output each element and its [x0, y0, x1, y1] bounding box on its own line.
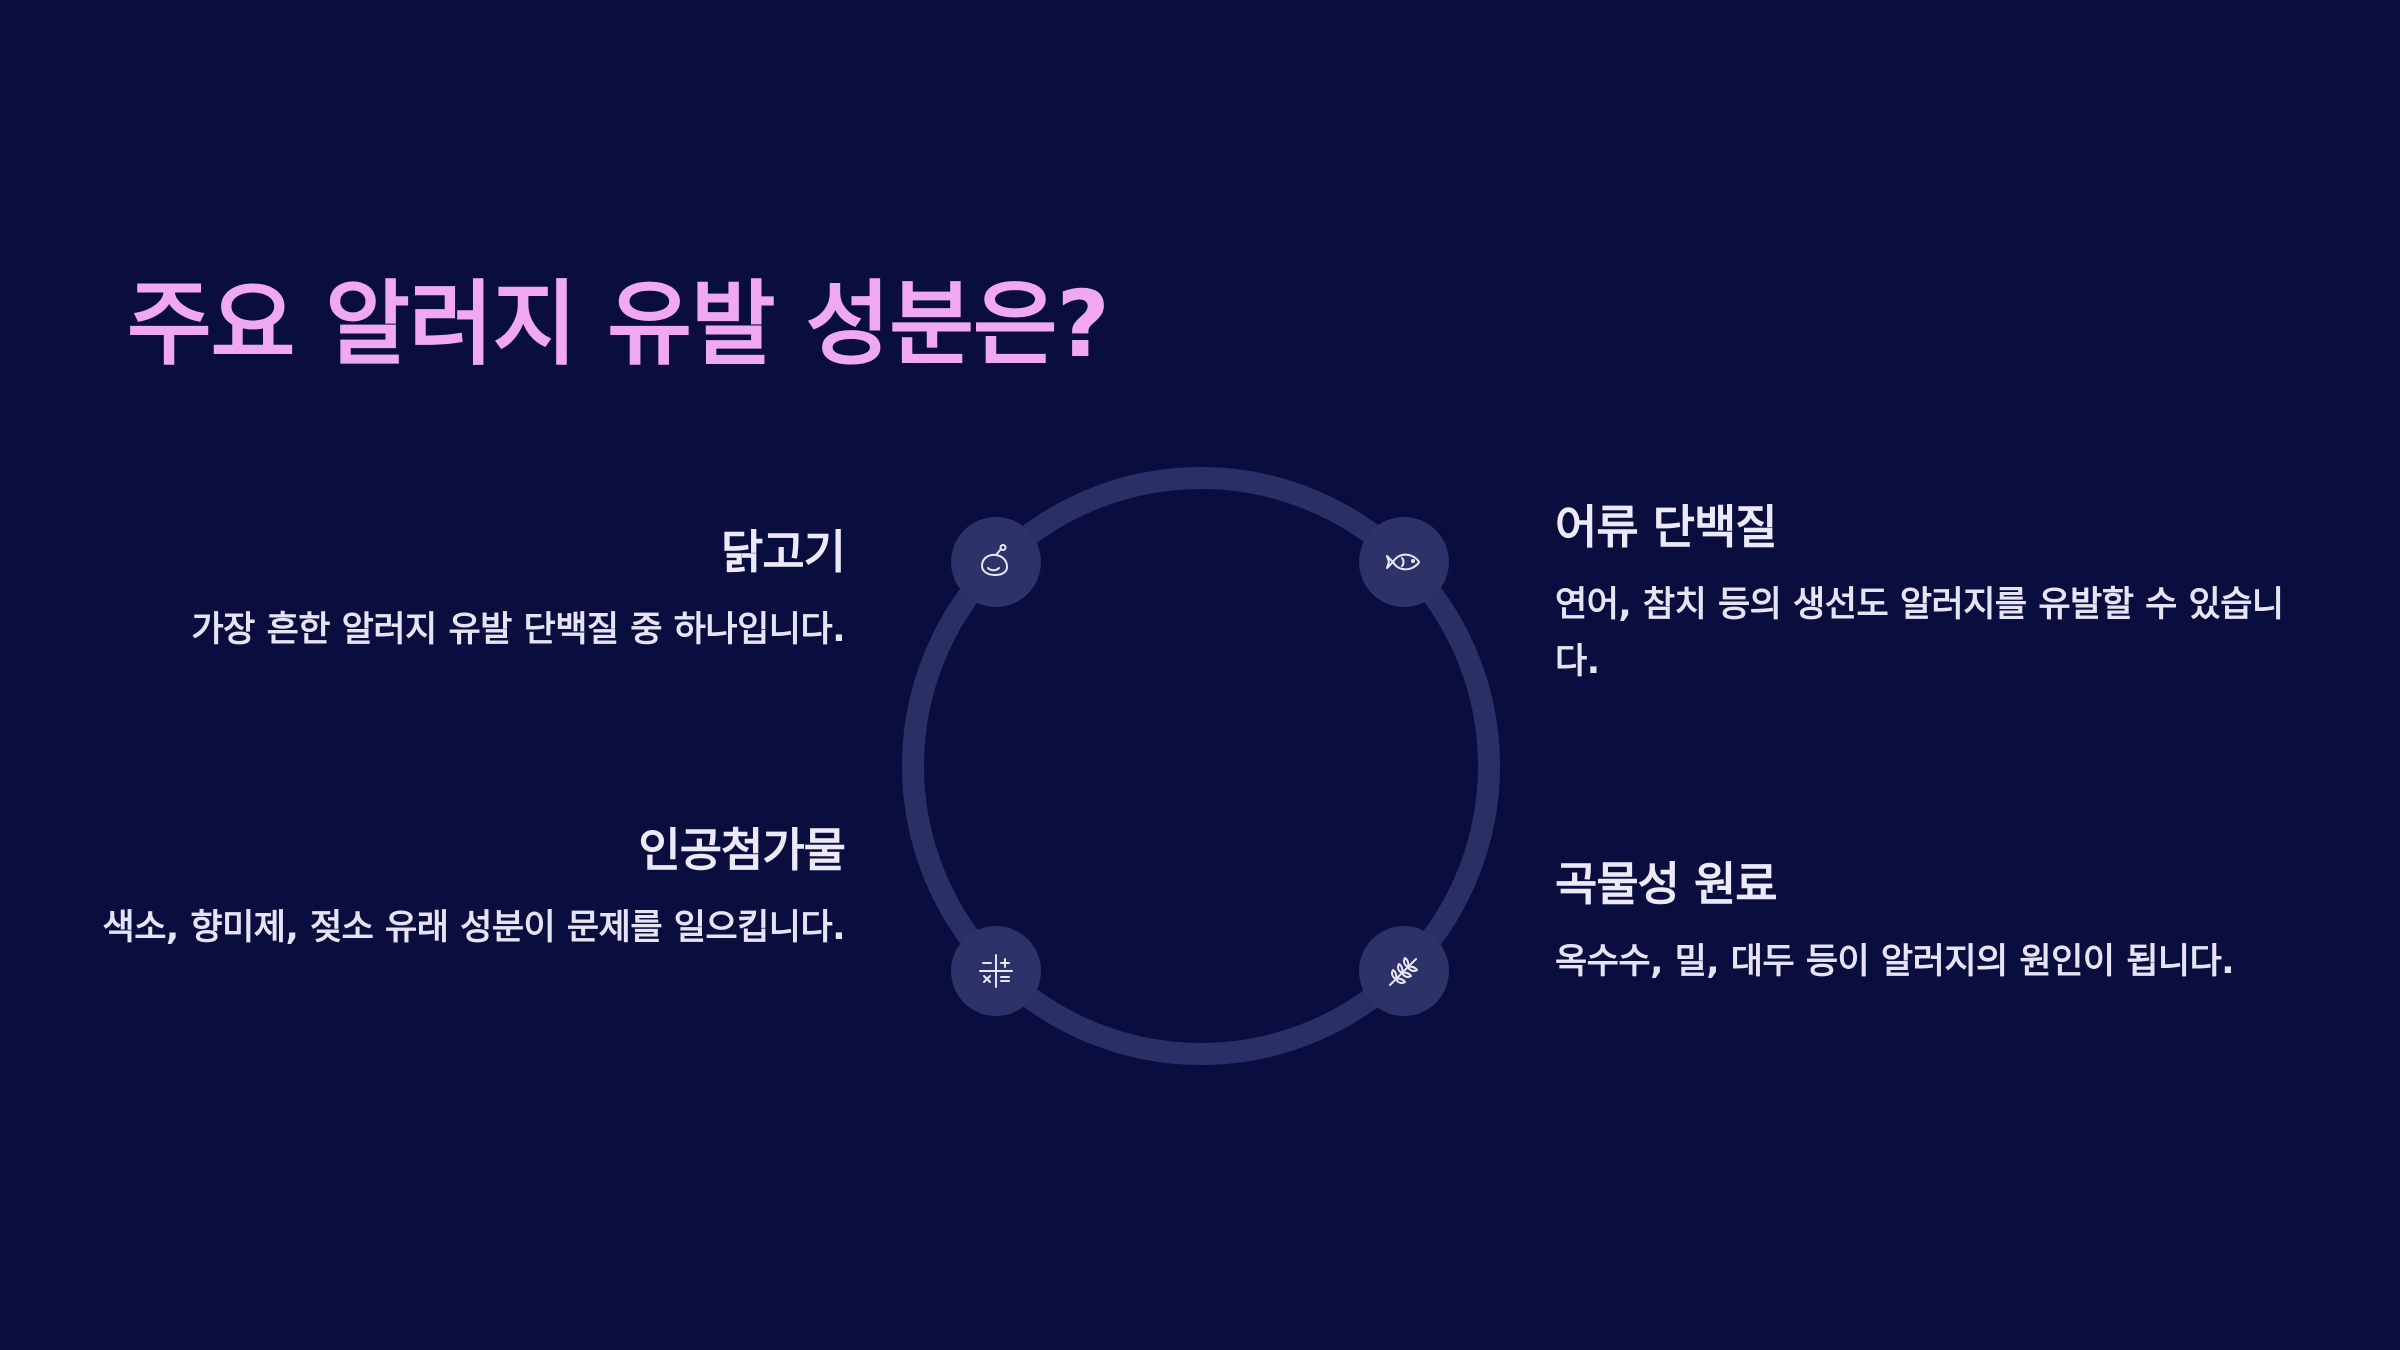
wheat-icon — [1389, 957, 1418, 986]
allergen-description-grain: 옥수수, 밀, 대두 등이 알러지의 원인이 됩니다. — [1555, 942, 2235, 983]
allergen-item-grain: 곡물성 원료 옥수수, 밀, 대두 등이 알러지의 원인이 됩니다. — [1555, 857, 2295, 991]
allergen-description-additive: 색소, 향미제, 젖소 유래 성분이 문제를 일으킵니다. — [102, 908, 846, 949]
fish-icon-node — [1359, 517, 1449, 607]
allergen-description-chicken: 가장 흔한 알러지 유발 단백질 중 하나입니다. — [191, 610, 845, 651]
allergen-title-additive: 인공첨가물 — [638, 823, 846, 877]
allergen-title-fish: 어류 단백질 — [1555, 500, 1778, 554]
chicken-icon-node — [951, 517, 1041, 607]
allergen-item-fish: 어류 단백질 연어, 참치 등의 생선도 알러지를 유발할 수 있습니다. — [1555, 500, 2295, 691]
allergen-title-grain: 곡물성 원료 — [1555, 857, 1778, 911]
allergen-title-chicken: 닭고기 — [721, 525, 846, 579]
allergen-description-fish: 연어, 참치 등의 생선도 알러지를 유발할 수 있습니다. — [1555, 585, 2284, 683]
allergen-item-additive: 인공첨가물 색소, 향미제, 젖소 유래 성분이 문제를 일으킵니다. — [85, 823, 847, 957]
fish-icon — [1386, 553, 1420, 571]
page-title: 주요 알러지 유발 성분은? — [127, 271, 1110, 378]
wheat-icon-node — [1359, 926, 1449, 1016]
calculator-icon-node — [951, 926, 1041, 1016]
calculator-icon — [979, 954, 1013, 988]
allergen-item-chicken: 닭고기 가장 흔한 알러지 유발 단백질 중 하나입니다. — [85, 525, 846, 659]
chicken-icon — [981, 544, 1008, 576]
